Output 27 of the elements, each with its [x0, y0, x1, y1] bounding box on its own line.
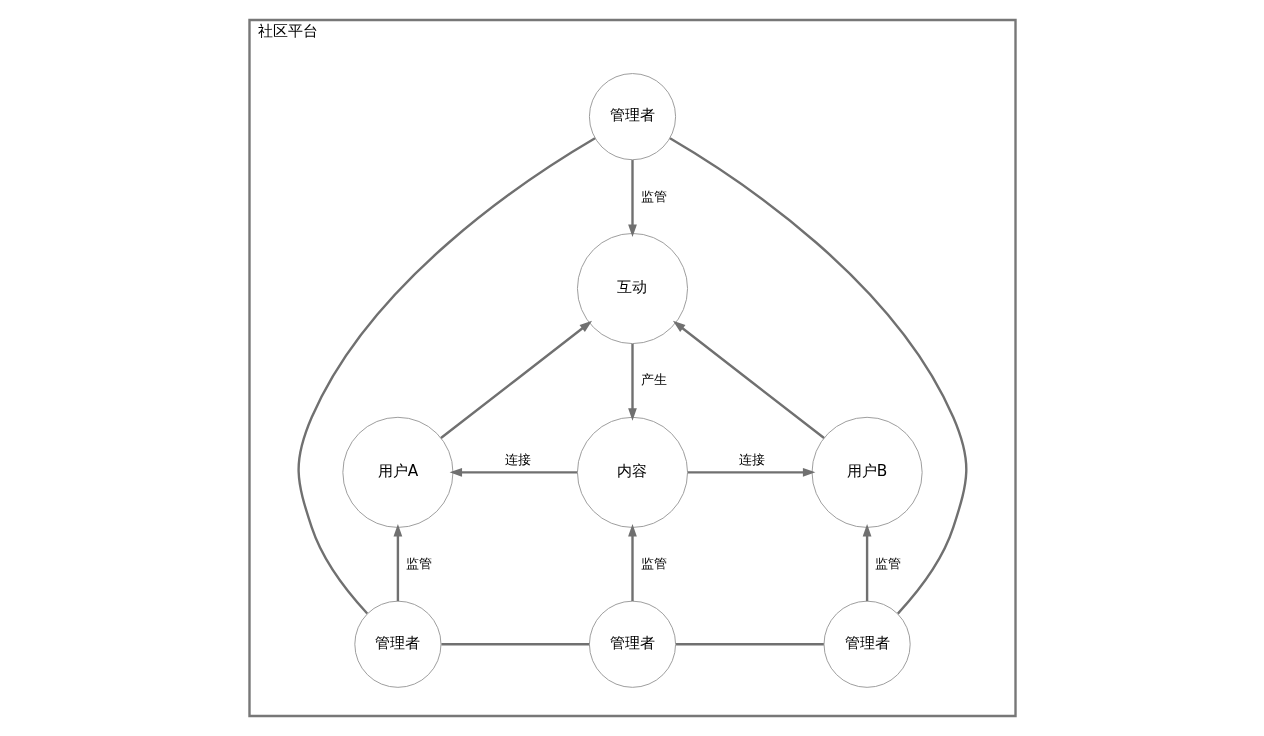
arrow: [449, 468, 577, 477]
edge-label: 连接: [504, 452, 531, 468]
arrow: [687, 468, 815, 477]
connector: [668, 137, 967, 615]
edge-label: 监管: [640, 188, 667, 204]
connector: [297, 137, 596, 615]
edge-label: 监管: [405, 556, 432, 572]
arrow: [672, 320, 825, 439]
node-circle: 用户B: [811, 416, 923, 528]
node-circle: 管理者: [588, 73, 676, 161]
arrow: [862, 523, 871, 602]
node-circle: 内容: [576, 416, 688, 528]
node-circle: 管理者: [823, 600, 911, 688]
edge-label: 监管: [640, 556, 667, 572]
arrow: [393, 523, 402, 602]
connector: [675, 643, 824, 646]
node-circle: 管理者: [588, 600, 676, 688]
arrow: [627, 523, 637, 602]
arrow: [627, 343, 637, 421]
node-circle: 用户A: [341, 416, 453, 528]
arrow: [627, 160, 637, 238]
arrow: [439, 320, 592, 439]
node-circle: 管理者: [353, 600, 441, 688]
connector: [440, 643, 589, 646]
edge-label: 产生: [640, 372, 667, 388]
edge-label: 监管: [874, 556, 901, 572]
edge-label: 连接: [738, 452, 765, 468]
